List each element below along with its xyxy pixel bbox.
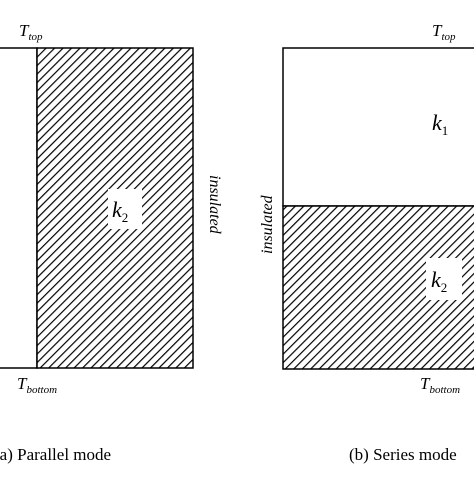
k1-region-a	[0, 47, 38, 369]
t-top-label-b: Ttop	[432, 21, 456, 43]
insulated-label-a: insulated	[206, 175, 223, 235]
t-top-label-a: Ttop	[19, 21, 43, 43]
k2-label-b: k2	[431, 267, 447, 295]
t-bottom-label-a: Tbottom	[17, 374, 57, 396]
k2-label-a: k2	[112, 197, 128, 225]
parallel-mode-diagram: Ttop Tbottom k2 insulated (a) Parallel m…	[0, 21, 223, 464]
caption-b: (b) Series mode	[349, 445, 457, 464]
t-bottom-label-b: Tbottom	[420, 374, 460, 396]
k1-region-b	[282, 47, 474, 207]
series-mode-diagram: Ttop k1 k2 insulated Tbottom (b) Series …	[259, 21, 474, 464]
insulated-label-b: insulated	[259, 194, 276, 254]
caption-a: (a) Parallel mode	[0, 445, 111, 464]
k2-label-box-a	[108, 189, 142, 229]
k2-label-box-b	[426, 258, 462, 300]
k1-label-b: k1	[432, 110, 448, 138]
